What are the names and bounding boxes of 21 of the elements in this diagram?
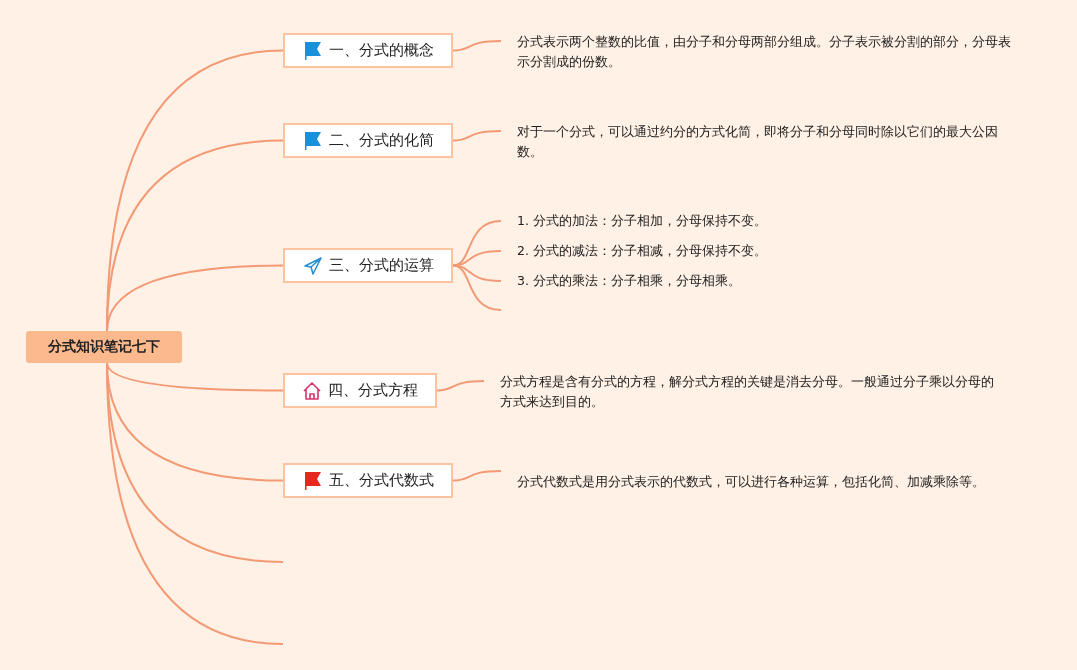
connector-line [452,250,502,267]
note-text: 3. 分式的乘法：分子相乘，分母相乘。 [517,272,741,290]
connector-line [452,264,502,311]
connector-line [452,40,502,52]
topic-box: 三、分式的运算 [283,248,453,283]
topic-box: 二、分式的化简 [283,123,453,158]
note-text: 分式方程是含有分式的方程，解分式方程的关键是消去分母。一般通过分子乘以分母的方式来达到目的。 [500,373,995,411]
connector-line [106,264,284,332]
note-text: 分式表示两个整数的比值，由分子和分母两部分组成。分子表示被分割的部分，分母表示分割成的份数。 [517,33,1012,71]
topic-box: 五、分式代数式 [283,463,453,498]
topic-box: 四、分式方程 [283,373,437,408]
note-text: 2. 分式的减法：分子相减，分母保持不变。 [517,242,767,260]
connector-line [452,130,502,142]
note-text: 对于一个分式，可以通过约分的方式化简，即将分子和分母同时除以它们的最大公因数。 [517,123,999,161]
connector-line [452,470,502,482]
root-topic: 分式知识笔记七下 [26,331,182,363]
note-text: 分式代数式是用分式表示的代数式，可以进行各种运算，包括化简、加减乘除等。 [517,473,985,491]
connector-line [106,362,284,645]
connector-line [436,380,485,392]
topic-box: 一、分式的概念 [283,33,453,68]
note-text: 1. 分式的加法：分子相加，分母保持不变。 [517,212,767,230]
